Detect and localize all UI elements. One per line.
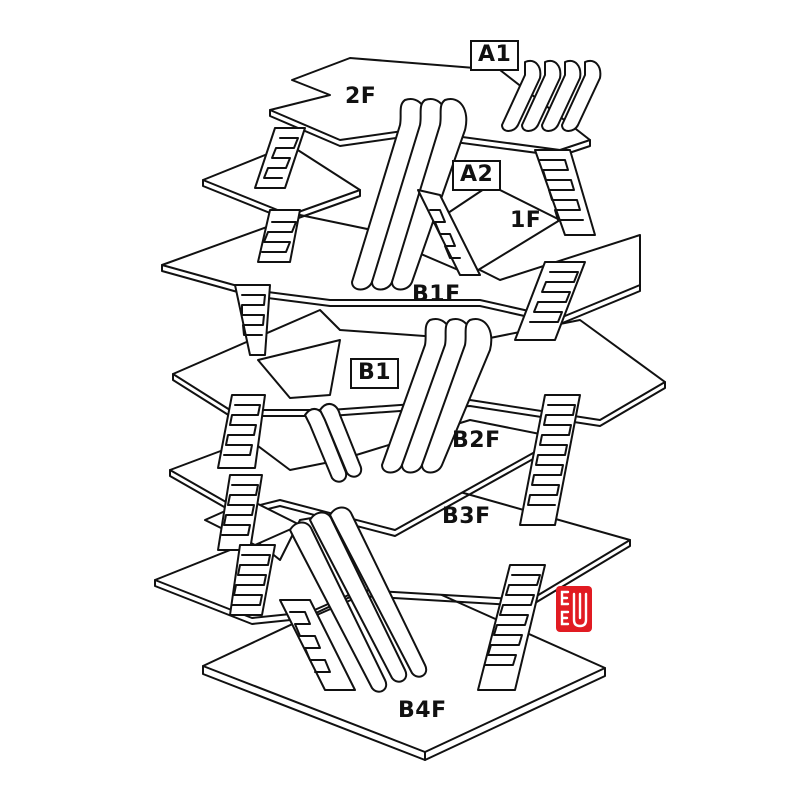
label-b1f: B1F: [412, 282, 461, 307]
stairs-b1f-b2f-right: [519, 394, 581, 526]
stairs-b3f-b4f-right: [477, 564, 546, 691]
escalator-b2f-small: [304, 403, 363, 483]
stairs-b3f-b4f-left: [229, 544, 276, 616]
escalator-2f-b1f: [351, 98, 468, 291]
label-b4f: B4F: [398, 698, 447, 723]
label-1f: 1F: [510, 208, 542, 233]
artist-seal-stamp: [556, 586, 592, 632]
escalator-b3f-b4f: [289, 506, 428, 693]
label-b2f: B2F: [452, 428, 501, 453]
label-b1: B1: [350, 358, 400, 389]
stairs-1f-b1f-right: [514, 261, 586, 341]
stairs-b3f-b4f-center: [279, 599, 356, 691]
stairs-a2: [417, 189, 481, 276]
escalator-a1: [501, 60, 602, 132]
stairs-1f-b1f-left: [234, 284, 271, 356]
label-a2: A2: [452, 160, 502, 191]
stairs-b1f-b2f-left: [217, 394, 266, 469]
stairs-right-upper: [534, 149, 596, 236]
label-a1: A1: [470, 40, 520, 71]
escalator-b1f-b2f: [381, 318, 493, 474]
label-b3f: B3F: [442, 504, 491, 529]
label-2f: 2F: [345, 84, 377, 109]
stairs-upper-1f: [257, 209, 301, 263]
stairs-2f-upper: [254, 127, 306, 189]
